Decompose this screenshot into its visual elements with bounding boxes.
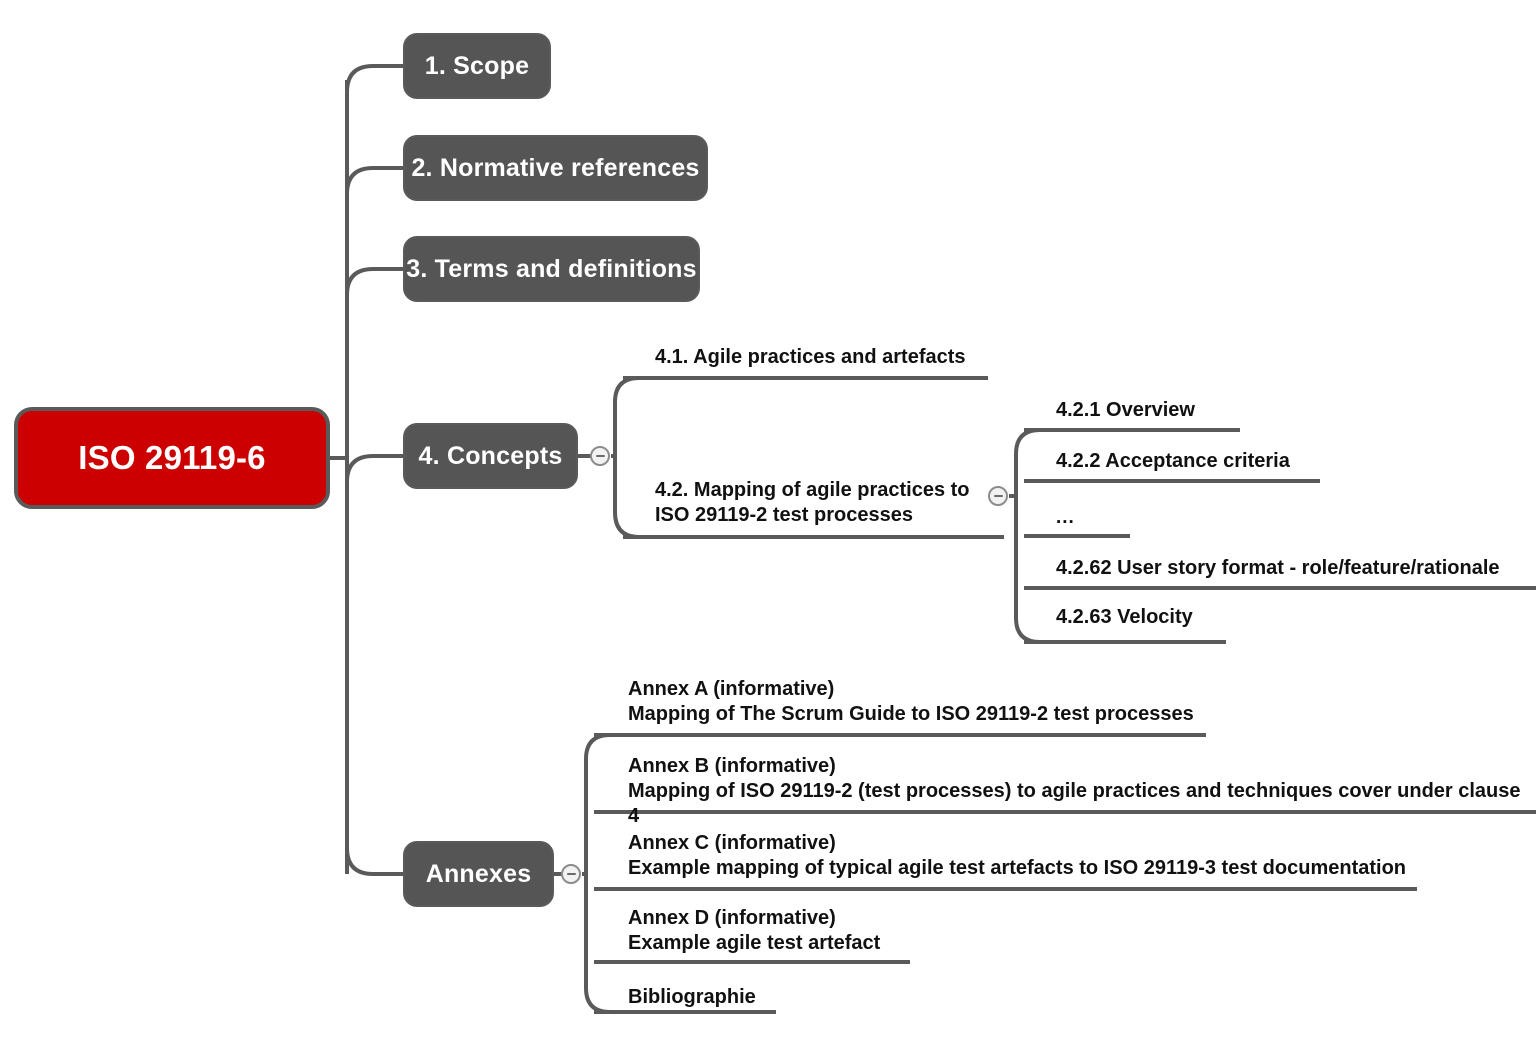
branch-node-scope[interactable]: 1. Scope	[403, 33, 551, 99]
branch-node-normative-references[interactable]: 2. Normative references	[403, 135, 708, 201]
leaf-4-1-agile-practices[interactable]: 4.1. Agile practices and artefacts	[655, 346, 966, 368]
collapse-toggle-annexes[interactable]	[561, 864, 581, 884]
leaf-annex-b[interactable]: Annex B (informative) Mapping of ISO 291…	[628, 755, 1521, 827]
leaf-annex-c[interactable]: Annex C (informative) Example mapping of…	[628, 832, 1406, 879]
leaf-4-2-ellipsis[interactable]: ...	[1056, 507, 1075, 528]
leaf-4-2-1-overview[interactable]: 4.2.1 Overview	[1056, 399, 1195, 421]
trunk-to-concepts	[345, 454, 403, 483]
leaf-4-2-63-velocity[interactable]: 4.2.63 Velocity	[1056, 606, 1193, 628]
leaf-4-2-2-acceptance-criteria[interactable]: 4.2.2 Acceptance criteria	[1056, 450, 1290, 472]
leaf-annex-a[interactable]: Annex A (informative) Mapping of The Scr…	[628, 678, 1194, 725]
minus-icon	[566, 873, 576, 875]
trunk-to-normative	[345, 166, 403, 195]
leaf-4-2-mapping-agile-practices[interactable]: 4.2. Mapping of agile practices to ISO 2…	[655, 479, 970, 526]
collapse-toggle-concepts[interactable]	[590, 446, 610, 466]
branch-node-annexes[interactable]: Annexes	[403, 841, 554, 907]
leaf-annex-d[interactable]: Annex D (informative) Example agile test…	[628, 907, 881, 954]
trunk-to-terms	[345, 267, 403, 296]
trunk-to-scope	[345, 64, 403, 93]
root-node-iso-29119-6[interactable]: ISO 29119-6	[14, 407, 330, 509]
annex-child-spine	[584, 733, 611, 1014]
branch-node-concepts[interactable]: 4. Concepts	[403, 423, 578, 489]
leaf-bibliographie[interactable]: Bibliographie	[628, 986, 756, 1008]
collapse-toggle-mapping[interactable]	[988, 486, 1008, 506]
mapping-child-spine	[1014, 428, 1041, 644]
branch-node-terms-and-definitions[interactable]: 3. Terms and definitions	[403, 236, 700, 302]
minus-icon	[595, 455, 605, 457]
trunk-to-annexes	[345, 847, 403, 876]
minus-icon	[993, 495, 1003, 497]
leaf-4-2-62-user-story-format[interactable]: 4.2.62 User story format - role/feature/…	[1056, 557, 1500, 579]
concepts-child-spine	[613, 376, 640, 539]
